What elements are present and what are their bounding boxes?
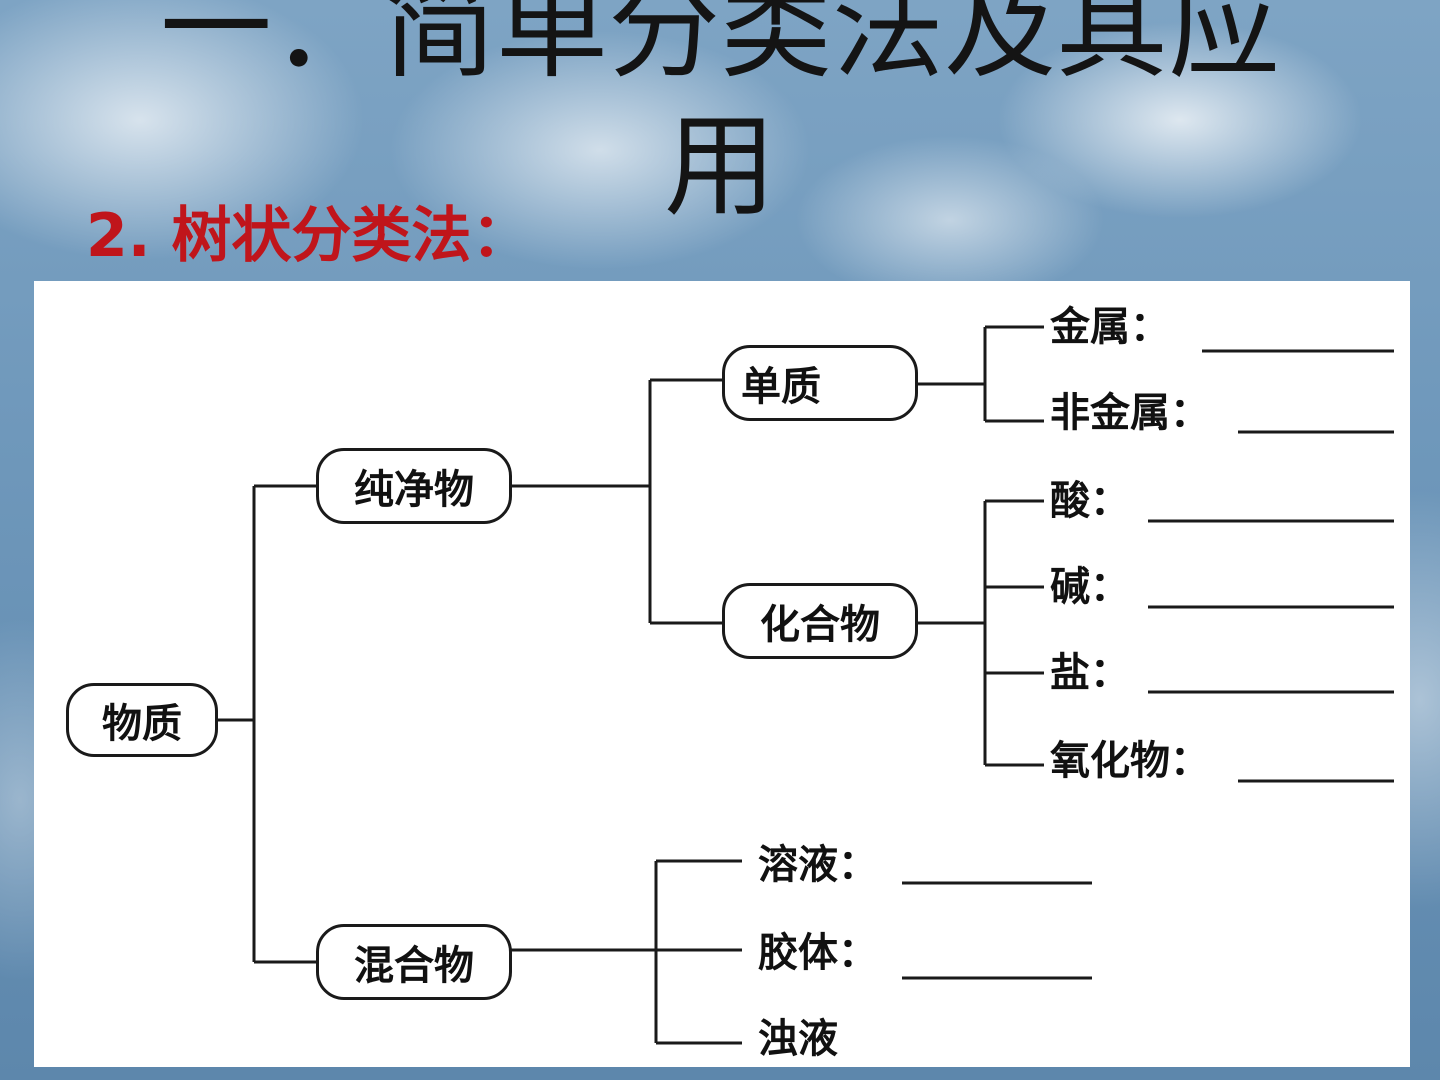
node-matter-label: 物质 — [102, 691, 182, 749]
node-compound: 化合物 — [722, 583, 918, 659]
leaf-nonmetal: 非金属： — [1050, 389, 1210, 437]
node-pure-substance-label: 纯净物 — [354, 457, 474, 515]
node-element: 单质 — [722, 345, 918, 421]
slide-title-line-1: 一．简单分类法及其应 — [0, 0, 1440, 98]
node-mixture: 混合物 — [316, 924, 512, 1000]
node-compound-label: 化合物 — [760, 592, 880, 650]
classification-tree-panel: 物质 纯净物 混合物 单质 化合物 金属： 非金属： 酸： 碱： 盐： 氧化物：… — [34, 281, 1410, 1067]
node-pure-substance: 纯净物 — [316, 448, 512, 524]
node-element-label: 单质 — [741, 354, 821, 412]
leaf-metal: 金属： — [1050, 303, 1170, 351]
leaf-salt: 盐： — [1050, 649, 1130, 697]
node-mixture-label: 混合物 — [354, 933, 474, 991]
section-subtitle: 2. 树状分类法： — [86, 196, 531, 276]
leaf-colloid: 胶体： — [758, 929, 878, 977]
node-matter: 物质 — [66, 683, 218, 757]
leaf-base: 碱： — [1050, 563, 1130, 611]
leaf-suspension: 浊液 — [758, 1015, 838, 1063]
leaf-oxide: 氧化物： — [1050, 737, 1210, 785]
leaf-solution: 溶液： — [758, 841, 878, 889]
leaf-acid: 酸： — [1050, 477, 1130, 525]
